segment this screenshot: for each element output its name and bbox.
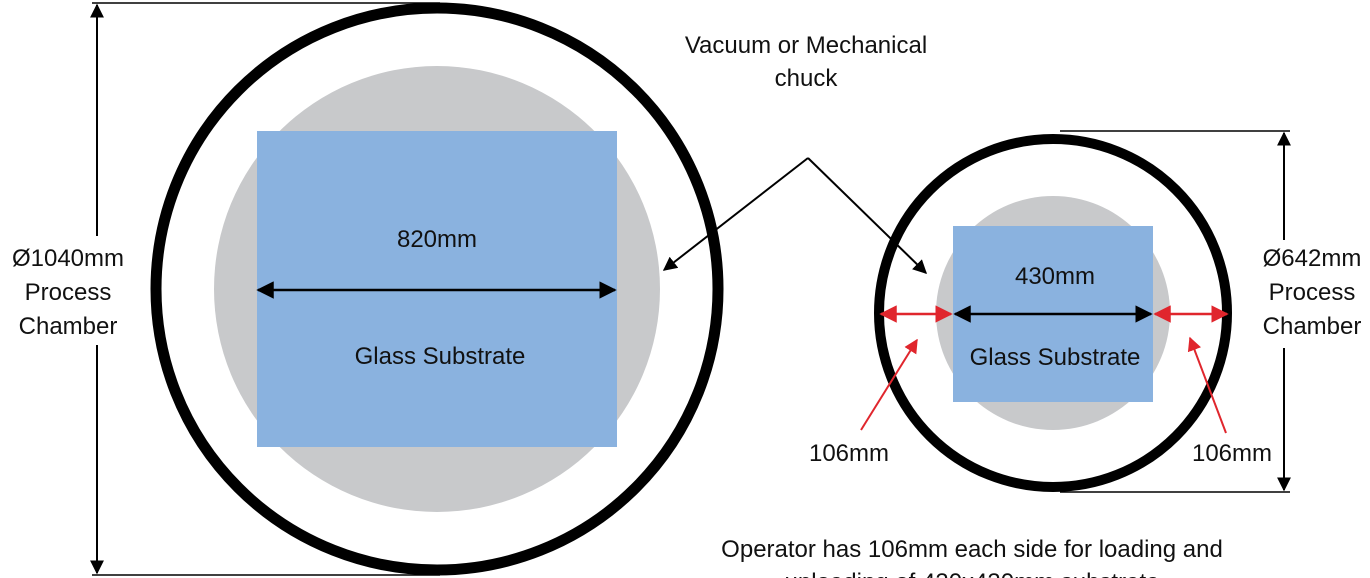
right-gap-pointer-left — [860, 338, 918, 431]
left-diameter-dimension: Ø1040mm Process Chamber — [12, 2, 440, 576]
chuck-pointer-left — [662, 157, 809, 271]
right-width-label: 430mm — [1015, 263, 1095, 290]
right-diameter-dimension: Ø642mm Process Chamber — [1060, 130, 1362, 493]
right-chamber-label-line-3: Chamber — [1263, 313, 1362, 340]
right-gap-label-left: 106mm — [809, 440, 889, 467]
right-gap-pointer-right — [1187, 336, 1227, 434]
right-gap-label-right: 106mm — [1192, 440, 1272, 467]
chuck-callout: Vacuum or Mechanical chuck — [662, 32, 928, 274]
left-chamber-label-line-2: Process — [25, 279, 112, 306]
left-substrate-label: Glass Substrate — [355, 343, 526, 370]
left-width-label: 820mm — [397, 226, 477, 253]
note-line-2: unloading of 430x430mm substrate — [785, 569, 1160, 578]
left-chamber: 820mm Glass Substrate — [150, 2, 724, 576]
note-line-1: Operator has 106mm each side for loading… — [721, 536, 1223, 563]
chuck-pointer-right — [807, 157, 928, 274]
right-chamber-label-line-2: Process — [1269, 279, 1356, 306]
operator-note: Operator has 106mm each side for loading… — [721, 536, 1223, 578]
left-chamber-ring — [150, 2, 724, 576]
right-chamber: 430mm Glass Substrate 106mm 106mm — [809, 134, 1272, 492]
left-chamber-label-line-1: Ø1040mm — [12, 245, 124, 272]
right-chamber-label-line-1: Ø642mm — [1263, 245, 1362, 272]
right-substrate-label: Glass Substrate — [970, 344, 1141, 371]
left-chamber-label-line-3: Chamber — [19, 313, 118, 340]
chuck-label-line-2: chuck — [775, 65, 839, 92]
chuck-label-line-1: Vacuum or Mechanical — [685, 32, 927, 59]
